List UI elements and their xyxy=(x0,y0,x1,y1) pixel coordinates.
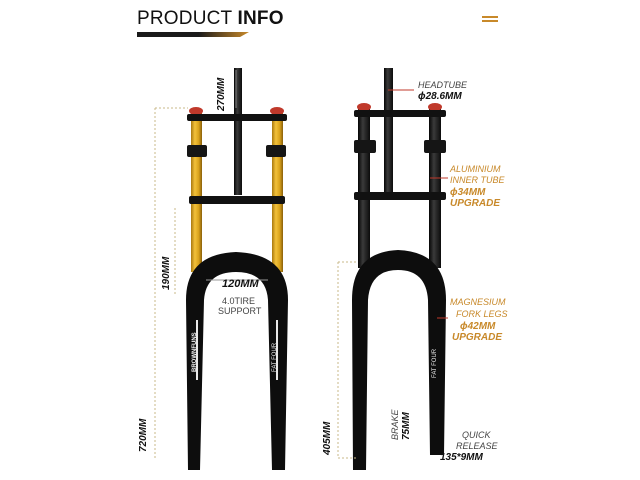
left-stanchion-left xyxy=(191,112,202,272)
inner-tube-upgrade: UPGRADE xyxy=(450,198,501,209)
page-title: PRODUCT INFO xyxy=(137,8,284,30)
headtube-label: HEADTUBE xyxy=(418,80,468,90)
legs-upgrade: UPGRADE xyxy=(452,332,503,343)
left-steerer-tube xyxy=(234,68,242,195)
quick-release-value: 135*9MM xyxy=(440,452,483,463)
quick-release-line1: QUICK xyxy=(462,430,491,440)
dim-top-label: 270MM xyxy=(216,77,227,111)
legs-line1: MAGNESIUM xyxy=(450,297,506,307)
tire-support-line2: SUPPORT xyxy=(218,306,262,316)
title-bold: INFO xyxy=(237,8,284,29)
hamburger-menu-icon[interactable] xyxy=(482,16,498,24)
left-stanchion-right xyxy=(272,112,283,272)
right-fork xyxy=(337,68,448,470)
title-light: PRODUCT xyxy=(137,8,232,29)
right-decal-model: FAT FOUR xyxy=(432,348,438,378)
inner-tube-line2: INNER TUBE xyxy=(450,175,505,185)
brake-label: BRAKE xyxy=(390,409,400,440)
left-decal-brand: BROWNFUNS xyxy=(192,332,198,372)
dim-axle-label: 405MM xyxy=(322,421,333,455)
right-steerer-tube xyxy=(384,68,393,193)
dim-total-label: 720MM xyxy=(138,418,149,452)
title-underline xyxy=(137,32,249,37)
legs-value: ϕ42MM xyxy=(460,321,496,332)
inner-tube-value: ϕ34MM xyxy=(450,187,486,198)
brake-value: 75MM xyxy=(401,412,412,440)
left-fork xyxy=(154,68,288,470)
inner-tube-line1: ALUMINIUM xyxy=(450,164,501,174)
crown-width-label: 120MM xyxy=(222,278,259,290)
legs-line2: FORK LEGS xyxy=(456,309,508,319)
dim-travel-label: 190MM xyxy=(161,256,172,290)
quick-release-line2: RELEASE xyxy=(456,441,498,451)
tire-support-line1: 4.0TIRE xyxy=(222,296,256,306)
headtube-value: ϕ28.6MM xyxy=(418,91,462,102)
left-decal-model: FAT FOUR xyxy=(272,342,278,372)
